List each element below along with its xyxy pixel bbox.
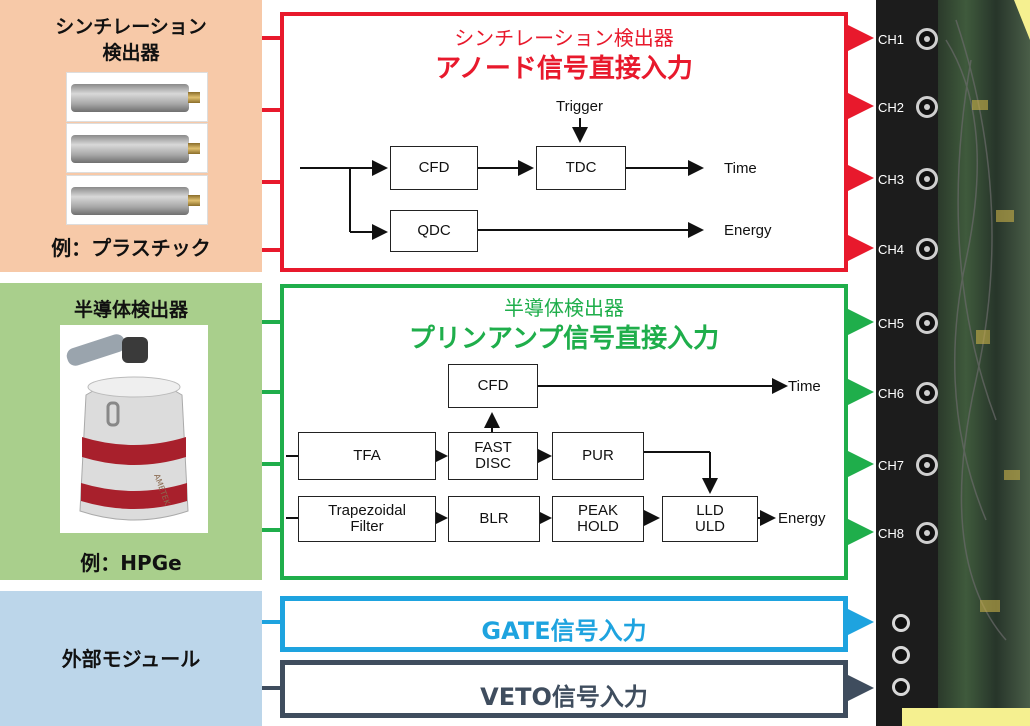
channel-label-7: CH7 xyxy=(878,458,905,473)
preamp-box-subtitle: 半導体検出器 xyxy=(504,296,624,320)
trapezoidal-filter-block: Trapezoidal Filter xyxy=(298,496,436,542)
bnc-connector-1 xyxy=(916,28,938,50)
semiconductor-detector-panel: 半導体検出器 AMETEK 例：HPGe xyxy=(0,283,262,580)
gate-input-box: GATE信号入力 xyxy=(280,596,848,652)
energy-label-semi: Energy xyxy=(778,510,826,527)
fast-disc-block: FAST DISC xyxy=(448,432,538,480)
veto-input-box: VETO信号入力 xyxy=(280,660,848,718)
semiconductor-detector-title: 半導体検出器 xyxy=(73,299,188,321)
pmt-image-2 xyxy=(66,123,208,173)
cfd-block-scint: CFD xyxy=(390,146,478,190)
bnc-connector-2 xyxy=(916,96,938,118)
channel-label-8: CH8 xyxy=(878,526,905,541)
pmt-image-3 xyxy=(66,175,208,225)
anode-box-title: アノード信号直接入力 xyxy=(435,54,693,84)
pur-block: PUR xyxy=(552,432,644,480)
scintillation-detector-panel: シンチレーション 検出器 例：プラスチック xyxy=(0,0,262,272)
aux-connector xyxy=(892,646,910,664)
energy-label-scint: Energy xyxy=(724,222,772,239)
tdc-block: TDC xyxy=(536,146,626,190)
bnc-connector-4 xyxy=(916,238,938,260)
time-label-scint: Time xyxy=(724,160,757,177)
qdc-block: QDC xyxy=(390,210,478,252)
semiconductor-example-label: 例：HPGe xyxy=(80,551,182,575)
pmt-image-1 xyxy=(66,72,208,122)
blr-block: BLR xyxy=(448,496,540,542)
external-module-panel: 外部モジュール xyxy=(0,591,262,726)
external-module-title: 外部モジュール xyxy=(61,647,201,671)
veto-connector xyxy=(892,678,910,696)
bnc-connector-7 xyxy=(916,454,938,476)
tfa-block: TFA xyxy=(298,432,436,480)
peak-hold-block: PEAK HOLD xyxy=(552,496,644,542)
bnc-connector-6 xyxy=(916,382,938,404)
scintillation-detector-title: シンチレーション 検出器 xyxy=(55,16,207,64)
channel-label-3: CH3 xyxy=(878,172,905,187)
scintillation-example-label: 例：プラスチック xyxy=(51,236,211,260)
time-label-semi: Time xyxy=(788,378,821,395)
veto-input-label: VETO信号入力 xyxy=(480,683,648,711)
anode-box-subtitle: シンチレーション検出器 xyxy=(454,26,674,50)
preamp-box-title: プリンアンプ信号直接入力 xyxy=(408,324,720,354)
trigger-label: Trigger xyxy=(556,98,603,115)
digitizer-board-image xyxy=(876,0,1030,726)
channel-label-6: CH6 xyxy=(878,386,905,401)
bnc-connector-5 xyxy=(916,312,938,334)
channel-label-2: CH2 xyxy=(878,100,905,115)
gate-input-label: GATE信号入力 xyxy=(481,617,647,645)
hpge-detector-image: AMETEK xyxy=(60,325,208,533)
channel-label-1: CH1 xyxy=(878,32,905,47)
bnc-connector-8 xyxy=(916,522,938,544)
cfd-block-semi: CFD xyxy=(448,364,538,408)
gate-connector xyxy=(892,614,910,632)
lld-uld-block: LLD ULD xyxy=(662,496,758,542)
channel-label-4: CH4 xyxy=(878,242,905,257)
channel-label-5: CH5 xyxy=(878,316,905,331)
bnc-connector-3 xyxy=(916,168,938,190)
